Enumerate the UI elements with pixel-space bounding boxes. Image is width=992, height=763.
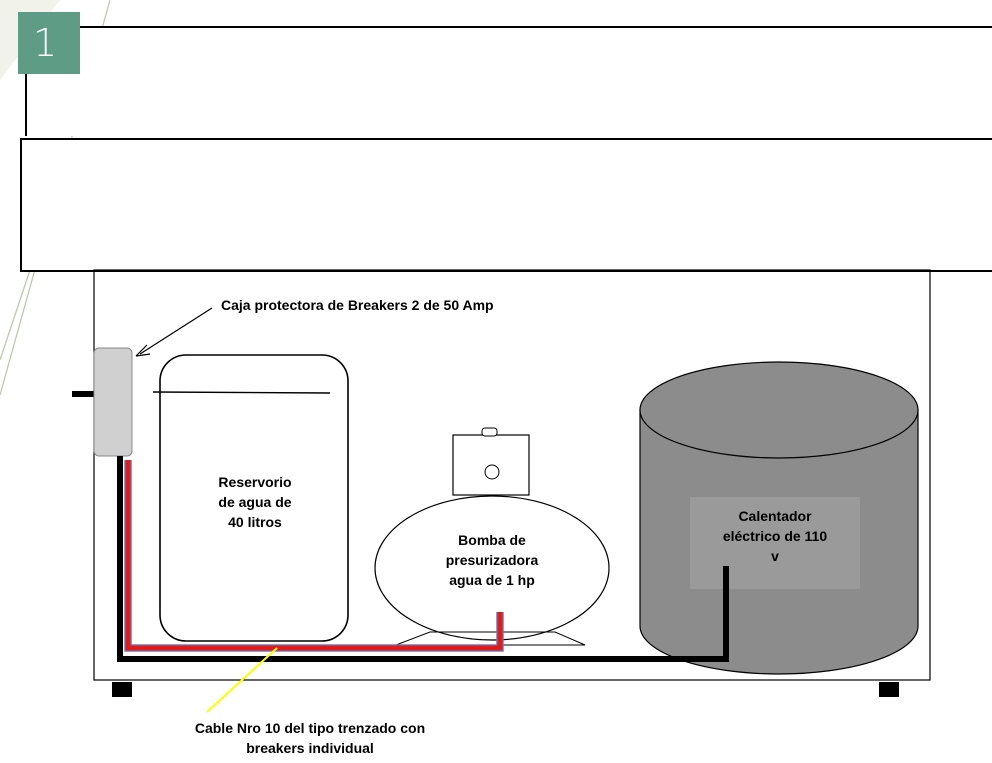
cabinet-foot-right (879, 682, 899, 697)
heater-label: Calentador eléctrico de 110 v (695, 506, 855, 566)
heater-label-line2: eléctrico de 110 (722, 528, 828, 544)
subtitle-placeholder-box[interactable] (20, 138, 992, 272)
reservoir-label-line1: Reservorio (218, 474, 292, 490)
reservoir-water-level (152, 391, 331, 394)
reservoir-label: Reservorio de agua de 40 litros (190, 472, 320, 532)
pump-base (395, 631, 586, 646)
heater-label-line1: Calentador (738, 508, 812, 524)
main-cable-black (117, 456, 729, 662)
pump-label: Bomba de presurizadora agua de 1 hp (422, 530, 562, 590)
cable-label: Cable Nro 10 del tipo trenzado con break… (140, 718, 480, 758)
pump-label-line2: presurizadora (445, 552, 539, 568)
pump-label-line1: Bomba de (458, 532, 526, 548)
breaker-box-label: Caja protectora de Breakers 2 de 50 Amp (221, 297, 494, 313)
cable-pointer-line (206, 647, 278, 713)
breaker-box (93, 347, 133, 457)
pump-label-line3: agua de 1 hp (449, 572, 535, 588)
pump-tank (374, 495, 610, 641)
slide-number-badge: 1 (18, 12, 80, 74)
title-placeholder-box[interactable] (25, 26, 992, 136)
cabinet-outline (93, 269, 931, 681)
side-connector (72, 391, 94, 397)
cabinet-foot-left (112, 682, 132, 697)
breaker-pointer-arrowhead (135, 344, 151, 357)
cable-label-line2: breakers individual (246, 740, 374, 756)
pump-cable-red (125, 460, 503, 651)
pump-motor-cap (481, 427, 498, 437)
heater-top (639, 361, 919, 459)
water-reservoir (159, 354, 349, 642)
pump-motor-port (484, 464, 500, 480)
breaker-pointer-line (139, 307, 213, 355)
heater-label-panel (690, 497, 860, 589)
reservoir-label-line3: 40 litros (228, 514, 282, 530)
cable-label-line1: Cable Nro 10 del tipo trenzado con (194, 720, 426, 736)
heater-label-line3: v (771, 548, 779, 564)
reservoir-label-line2: de agua de (218, 494, 292, 510)
